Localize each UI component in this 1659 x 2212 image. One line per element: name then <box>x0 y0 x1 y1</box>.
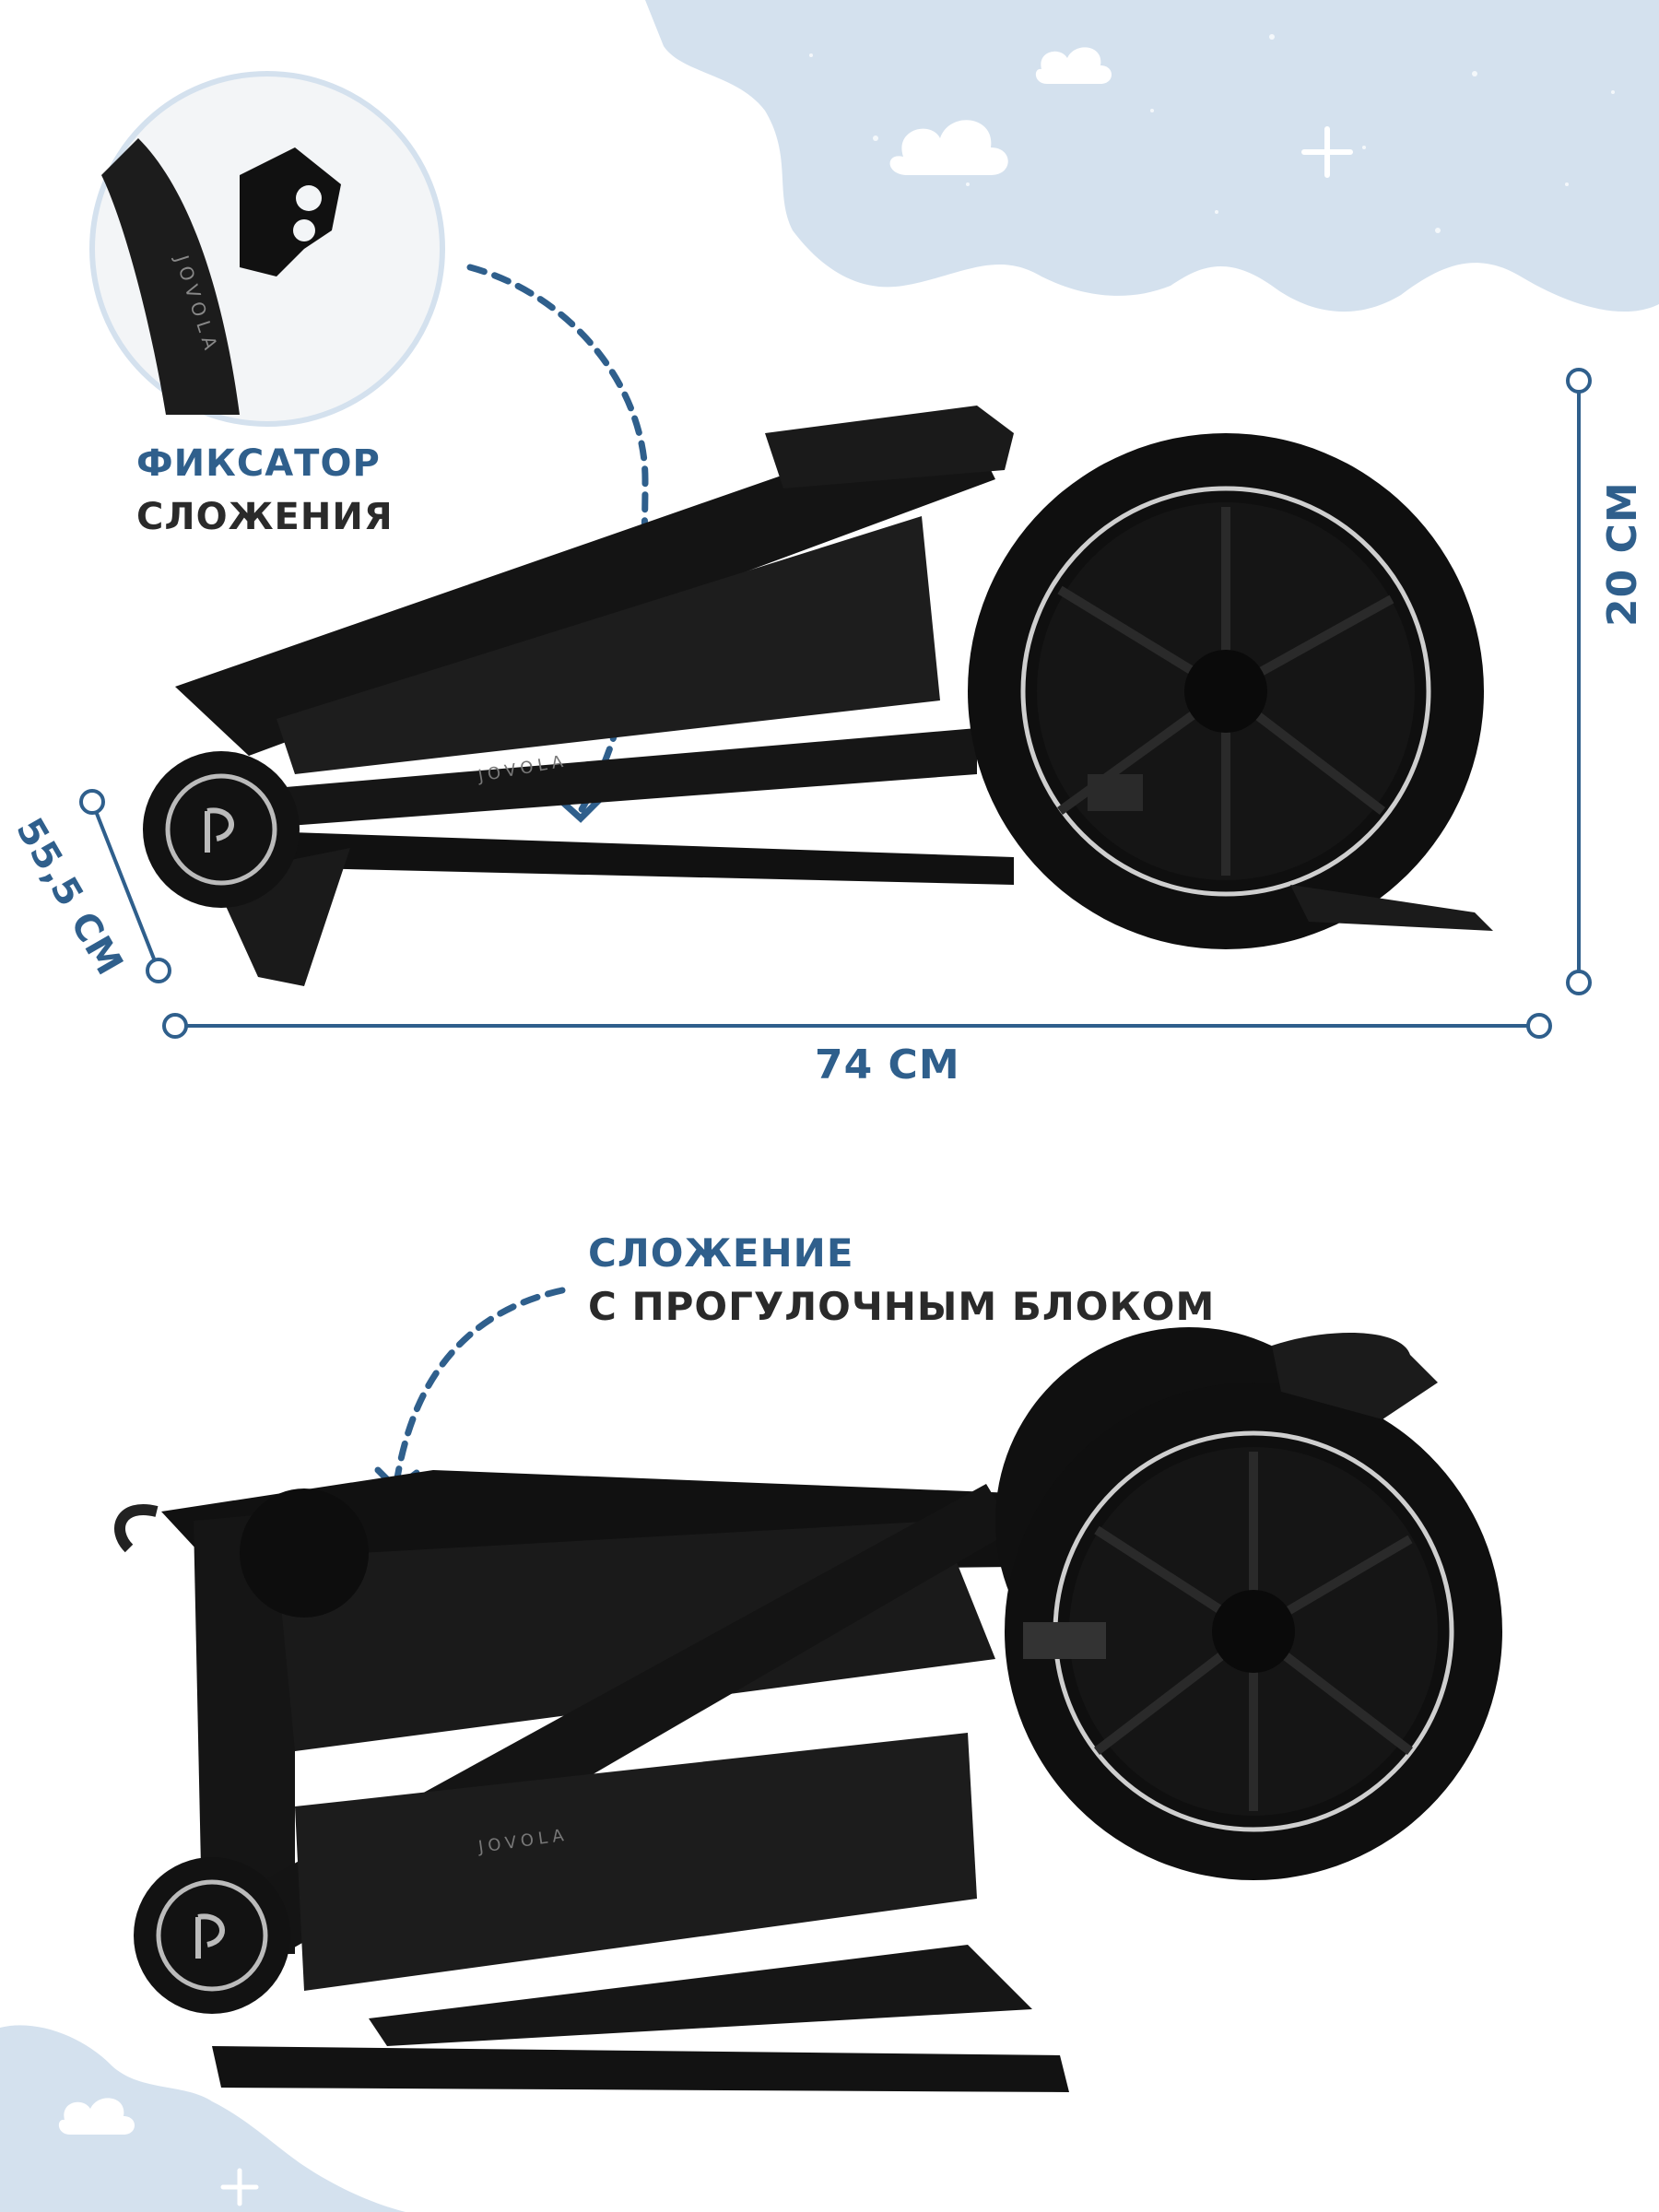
cloud-blob-bottom <box>0 2025 406 2212</box>
rear-wheel-bottom <box>995 1327 1502 1880</box>
handlebar-top <box>1290 885 1493 931</box>
handlebar-bottom <box>1272 1333 1438 1419</box>
folded-stroller-with-seat: JOVOLA <box>114 1470 1069 2092</box>
fold-lock-detail-circle: JOVOLA <box>89 71 445 427</box>
dimension-depth <box>79 789 171 983</box>
rear-wheel-top <box>968 433 1484 949</box>
cloud-blob-top <box>645 0 1659 312</box>
lock-subtitle: СЛОЖЕНИЯ <box>136 496 394 538</box>
fold-title: СЛОЖЕНИЕ <box>588 1230 854 1276</box>
fold-callout-arrow <box>393 1287 566 1488</box>
dimension-height <box>1566 368 1592 995</box>
width-dimension-label: 74 СМ <box>815 1041 960 1088</box>
height-dimension-label: 20 СМ <box>1599 481 1646 627</box>
dimension-width <box>162 1013 1552 1039</box>
fold-subtitle: С ПРОГУЛОЧНЫМ БЛОКОМ <box>588 1284 1216 1329</box>
lock-title: ФИКСАТОР <box>136 442 381 485</box>
folded-stroller-frame: JOVOLA <box>143 406 1014 986</box>
